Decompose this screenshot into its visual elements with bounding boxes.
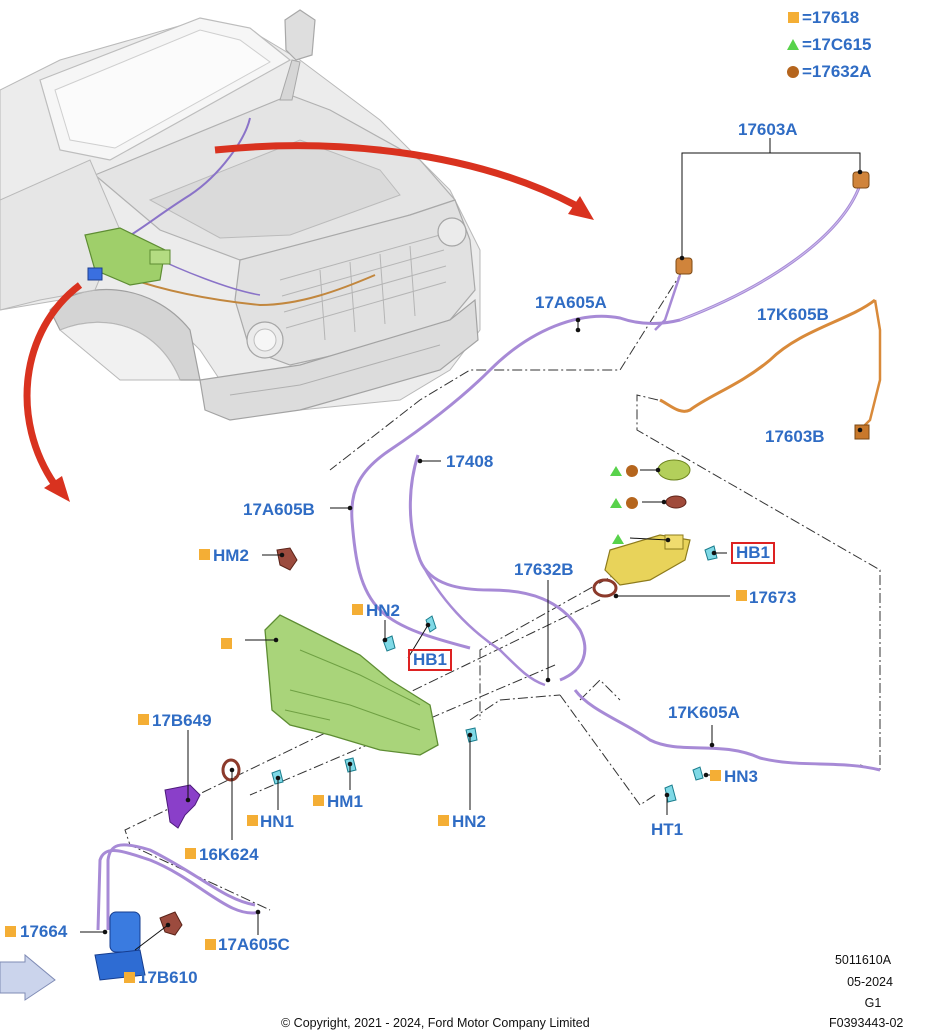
reservoir-cap-parts [604, 459, 691, 586]
label-16K624: 16K624 [199, 845, 259, 864]
part-17B649 [164, 784, 201, 829]
bracket-HM2 [276, 547, 298, 571]
green-triangle-marker-3 [612, 534, 624, 544]
square-marker-HM1 [313, 795, 324, 806]
square-marker-HN2-top [352, 604, 363, 615]
square-marker-HN2-bottom [438, 815, 449, 826]
square-markers [5, 549, 747, 983]
label-HN2-top: HN2 [366, 601, 401, 620]
label-17A605A: 17A605A [535, 293, 607, 312]
label-17603A: 17603A [738, 120, 798, 139]
legend-text-triangle: =17C615 [802, 35, 872, 54]
info-grade: G1 [864, 996, 882, 1010]
label-17408: 17408 [446, 452, 494, 471]
seal-17673 [592, 578, 618, 598]
label-17K605A: 17K605A [668, 703, 740, 722]
label-17B610: 17B610 [138, 968, 198, 987]
label-17603B: 17603B [765, 427, 825, 446]
label-HT1: HT1 [651, 820, 684, 839]
square-marker-16K624 [185, 848, 196, 859]
nozzle-17603A-right [852, 171, 870, 189]
label-HM1: HM1 [327, 792, 363, 811]
label-HB1-right: HB1 [731, 542, 776, 564]
copyright-text: © Copyright, 2021 - 2024, Ford Motor Com… [281, 1016, 590, 1030]
square-marker-HN1 [247, 815, 258, 826]
square-marker-17B610 [124, 972, 135, 983]
nozzle-17603A-left [675, 257, 693, 275]
square-marker-HM2 [199, 549, 210, 560]
label-17A605B: 17A605B [243, 500, 315, 519]
label-17664: 17664 [20, 922, 68, 941]
legend-text-square: =17618 [802, 8, 860, 27]
square-marker-17A605C [205, 939, 216, 950]
label-17A605C: 17A605C [218, 935, 290, 954]
callout-arrows [23, 142, 594, 502]
legend-text-circle: =17632A [802, 62, 872, 81]
legend-row-circle: =17632A [787, 62, 871, 82]
label-17632B: 17632B [514, 560, 574, 579]
label-17B649: 17B649 [152, 711, 212, 730]
green-triangle-icon [787, 39, 799, 50]
brown-circle-marker-1 [626, 465, 638, 477]
cap-markers [610, 465, 638, 544]
grommet-16K624 [221, 758, 241, 782]
square-marker-HN3 [710, 770, 721, 781]
legend-row-triangle: =17C615 [787, 35, 871, 55]
label-HN2-bottom: HN2 [452, 812, 487, 831]
square-marker-17673 [736, 590, 747, 601]
green-triangle-marker-1 [610, 466, 622, 476]
label-17K605B: 17K605B [757, 305, 829, 324]
washer-pump-17664 [94, 911, 146, 981]
label-HN1: HN1 [260, 812, 295, 831]
direction-arrow [0, 953, 56, 1001]
green-triangle-marker-2 [610, 498, 622, 508]
label-HM2: HM2 [213, 546, 249, 565]
brown-circle-icon [787, 66, 799, 78]
leader-lines [80, 138, 861, 951]
hoses [96, 184, 881, 931]
bracket-17B610 [159, 911, 183, 936]
label-17673: 17673 [749, 588, 797, 607]
info-code: 5011610A [834, 953, 892, 967]
square-marker-17B649 [138, 714, 149, 725]
label-HN3: HN3 [724, 767, 759, 786]
washer-reservoir [264, 614, 439, 756]
leader-dots [102, 169, 863, 935]
vehicle-illustration [0, 9, 481, 421]
square-marker-reservoir [221, 638, 232, 649]
orange-square-icon [788, 12, 799, 23]
square-marker-17664 [5, 926, 16, 937]
legend-row-square: =17618 [788, 8, 859, 28]
info-figure-number: F0393443-02 [829, 1016, 904, 1030]
label-HB1-middle: HB1 [408, 649, 453, 671]
brown-circle-marker-2 [626, 497, 638, 509]
info-date: 05-2024 [847, 975, 893, 989]
